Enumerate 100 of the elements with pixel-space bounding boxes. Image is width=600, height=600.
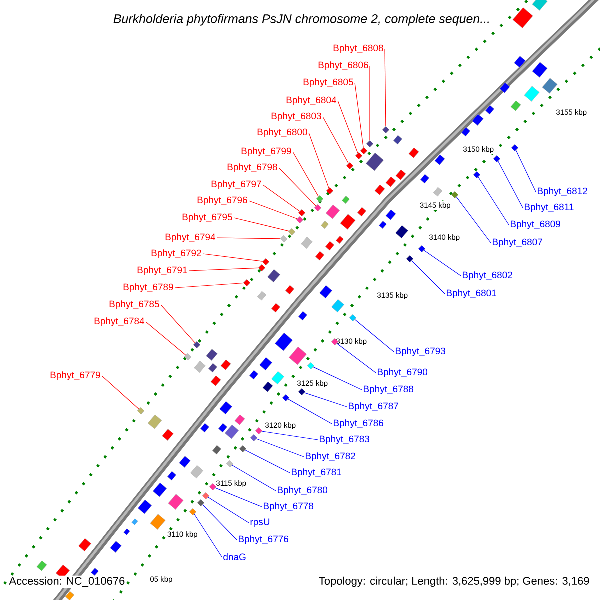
- leader-line: [498, 161, 524, 208]
- leader-line: [174, 282, 244, 288]
- leader-line: [102, 376, 140, 410]
- leader-line: [516, 150, 536, 192]
- gene-block: [298, 388, 306, 396]
- gene-label: Bphyt_6792: [152, 250, 202, 258]
- gene-block: [262, 258, 270, 266]
- leader-line: [146, 322, 186, 356]
- leader-line: [456, 196, 492, 244]
- gene-label: Bphyt_6796: [198, 196, 248, 206]
- gene-label: Bphyt_6791: [138, 266, 188, 276]
- leader-line: [216, 238, 281, 240]
- leader-line: [354, 82, 364, 148]
- gene-label: Bphyt_6776: [238, 536, 288, 544]
- gene-label: Bphyt_6798: [228, 164, 278, 172]
- gene-block: [202, 492, 210, 500]
- leader-line: [245, 450, 290, 474]
- leader-line: [288, 399, 332, 424]
- gene-label: Bphyt_6797: [212, 180, 262, 190]
- footer-text: Topology: circular; Length: 3,625,999 bp; Genes: 3,169: [318, 576, 591, 588]
- gene-label: Bphyt_6784: [94, 318, 145, 326]
- gene-label: Bphyt_6787: [349, 402, 398, 412]
- gene-block: [197, 499, 205, 507]
- leader-line: [202, 254, 264, 262]
- gene-block: [184, 353, 192, 361]
- gene-label: Bphyt_6795: [182, 214, 232, 222]
- gene-label: rpsU: [250, 518, 270, 528]
- gene-block: [243, 279, 251, 287]
- gene-block: [418, 245, 426, 253]
- gene-label: Bphyt_6783: [320, 436, 370, 444]
- leader-line: [304, 392, 348, 408]
- gene-block: [255, 427, 263, 435]
- leader-line: [354, 319, 394, 352]
- gene-block: [366, 140, 374, 148]
- leader-line: [338, 100, 358, 154]
- gene-label: Bphyt_6793: [396, 348, 446, 356]
- gene-label: Bphyt_6788: [364, 386, 414, 394]
- leader-line: [188, 268, 259, 272]
- gene-block: [226, 460, 234, 468]
- gene-label: Bphyt_6790: [378, 368, 428, 378]
- gene-label: Bphyt_6785: [110, 300, 160, 310]
- gene-block: [280, 235, 288, 243]
- leader-line: [262, 184, 300, 212]
- gene-label: Bphyt_6782: [306, 452, 356, 462]
- gene-block: [316, 195, 324, 203]
- gene-block: [326, 187, 334, 195]
- leader-line: [208, 497, 250, 524]
- gene-label: Bphyt_6805: [304, 78, 354, 88]
- leader-line: [313, 366, 362, 390]
- gene-label: Bphyt_6804: [286, 96, 337, 106]
- gene-label: Bphyt_6811: [525, 204, 574, 212]
- leader-line: [478, 176, 510, 226]
- gene-label: Bphyt_6778: [264, 502, 314, 512]
- title: Burkholderia phytofirmans PsJN chromosome 2, complete sequen...: [114, 14, 490, 26]
- leader-line: [384, 48, 386, 127]
- gene-label: Bphyt_6781: [292, 468, 342, 478]
- leader-line: [256, 438, 304, 458]
- leader-line: [424, 250, 462, 276]
- leader-line: [234, 218, 290, 232]
- gene-label: Bphyt_6812: [538, 188, 588, 196]
- gene-label: Bphyt_6799: [242, 148, 292, 156]
- gene-block: [239, 445, 247, 453]
- leader-line: [336, 343, 376, 374]
- gene-block: [189, 508, 197, 516]
- footer-text: Accession: NC_010676: [8, 576, 126, 588]
- leader-line: [278, 168, 316, 206]
- gene-block: [282, 394, 290, 402]
- leader-line: [160, 304, 196, 344]
- gene-block: [382, 126, 390, 134]
- gene-block: [493, 155, 501, 163]
- gene-label: Bphyt_6779: [50, 372, 100, 380]
- gene-label: Bphyt_6794: [166, 234, 216, 242]
- gene-label: Bphyt_6808: [334, 44, 384, 54]
- gene-label: Bphyt_6807: [493, 238, 542, 248]
- gene-block: [298, 209, 306, 217]
- leader-line: [202, 504, 238, 540]
- gene-block: [346, 162, 354, 170]
- leader-line: [194, 514, 222, 558]
- leader-line: [308, 132, 330, 189]
- gene-block: [451, 191, 459, 199]
- gene-label: Bphyt_6780: [278, 486, 328, 496]
- gene-block: [307, 362, 315, 370]
- gene-block: [406, 255, 414, 263]
- gene-block: [250, 434, 258, 442]
- gene-label: Bphyt_6800: [258, 128, 308, 138]
- gene-block: [511, 144, 519, 152]
- leader-line: [292, 152, 319, 197]
- leader-line: [215, 488, 262, 508]
- gene-label: Bphyt_6803: [272, 112, 322, 122]
- leader-line: [412, 260, 446, 294]
- gene-label: Bphyt_6806: [318, 62, 368, 70]
- gene-block: [349, 314, 357, 322]
- gene-block: [296, 216, 304, 224]
- gene-label: Bphyt_6786: [334, 420, 384, 428]
- gene-label: Bphyt_6809: [511, 220, 560, 230]
- gene-label: Bphyt_6789: [124, 284, 174, 292]
- gene-block: [209, 483, 217, 491]
- gene-label: dnaG: [224, 554, 246, 560]
- leader-line: [232, 465, 276, 492]
- gene-block: [193, 341, 201, 349]
